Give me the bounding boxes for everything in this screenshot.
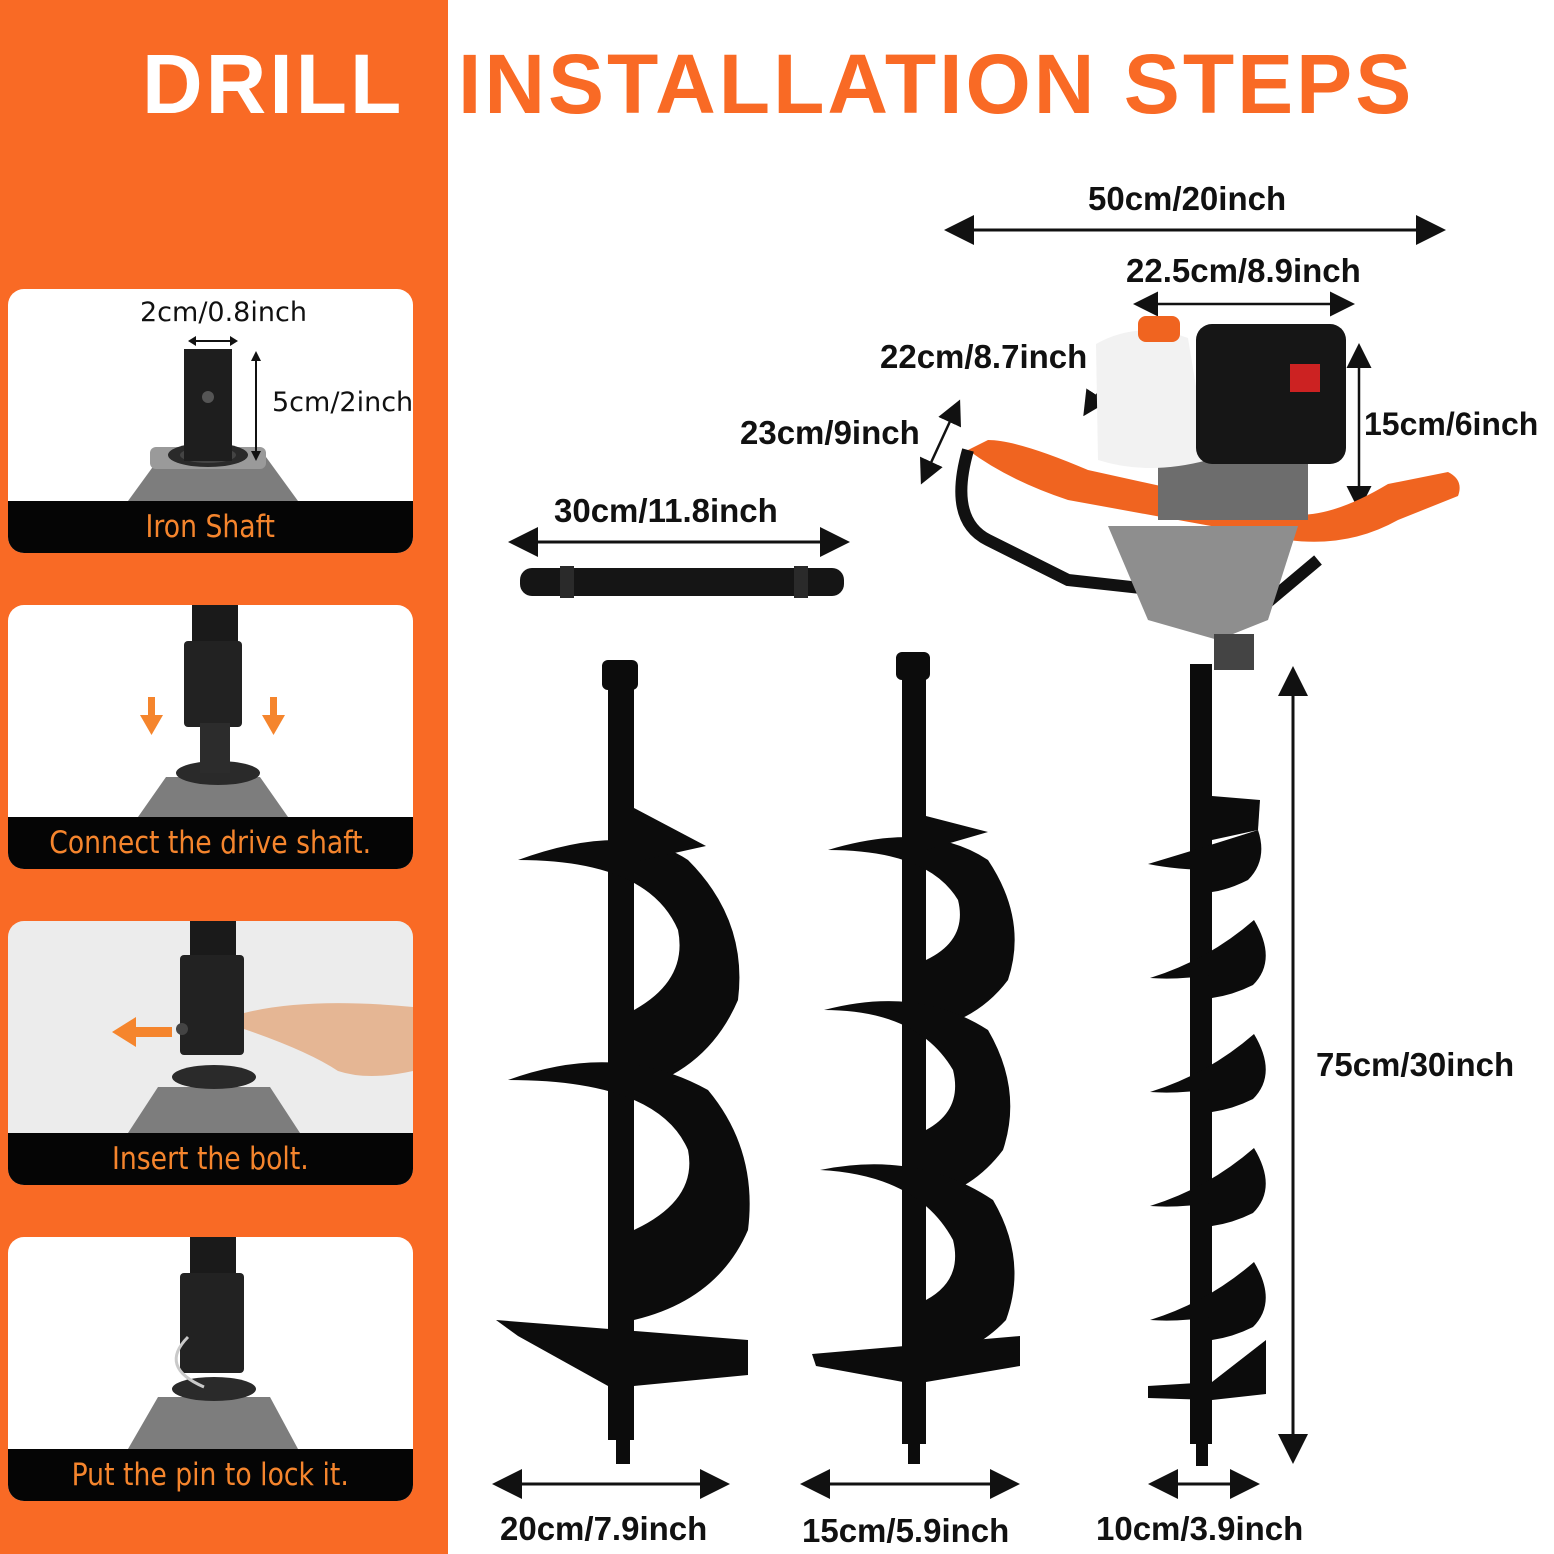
title-word-drill: DRILL xyxy=(142,37,405,131)
iron-shaft-photo xyxy=(128,336,298,501)
auger-medium xyxy=(812,652,1020,1464)
step-card-connect-shaft: Connect the drive shaft. xyxy=(8,605,413,869)
auger-small xyxy=(1148,664,1266,1466)
dim-auger-large: 20cm/7.9inch xyxy=(500,1510,708,1547)
dim-auger-medium: 15cm/5.9inch xyxy=(802,1512,1010,1549)
shaft-height-label: 5cm/2inch xyxy=(272,387,413,418)
extension-rod xyxy=(520,566,844,598)
step-caption: Connect the drive shaft. xyxy=(8,817,413,869)
dim-engine-height: 15cm/6inch xyxy=(1364,406,1539,442)
connect-shaft-photo xyxy=(138,605,288,817)
step-card-insert-bolt: Insert the bolt. xyxy=(8,921,413,1185)
shaft-width-label: 2cm/0.8inch xyxy=(140,297,307,328)
dim-auger-small: 10cm/3.9inch xyxy=(1096,1510,1304,1547)
lock-pin-photo xyxy=(128,1237,298,1449)
step-caption: Put the pin to lock it. xyxy=(8,1449,413,1501)
step-caption: Insert the bolt. xyxy=(8,1133,413,1185)
step-card-iron-shaft: 2cm/0.8inch 5cm/2inch Iron Shaft xyxy=(8,289,413,553)
auger-large xyxy=(496,660,750,1464)
insert-bolt-photo xyxy=(112,921,413,1133)
title-installation-steps: INSTALLATION STEPS xyxy=(458,37,1415,131)
step-caption: Iron Shaft xyxy=(8,501,413,553)
dim-engine-width: 22.5cm/8.9inch xyxy=(1126,252,1361,289)
page-title: DRILL INSTALLATION STEPS xyxy=(0,34,1554,134)
dim-auger-length: 75cm/30inch xyxy=(1316,1046,1515,1083)
dim-tank-depth: 22cm/8.7inch xyxy=(880,338,1088,375)
step-card-lock-pin: Put the pin to lock it. xyxy=(8,1237,413,1501)
down-arrow-icon xyxy=(140,697,285,735)
left-arrow-icon xyxy=(112,1017,172,1047)
dim-overall-width: 50cm/20inch xyxy=(1088,180,1287,217)
dim-handle-depth: 23cm/9inch xyxy=(740,414,920,451)
product-illustration xyxy=(492,215,1460,1499)
engine-unit xyxy=(955,316,1460,670)
dim-extension-rod: 30cm/11.8inch xyxy=(554,492,778,529)
